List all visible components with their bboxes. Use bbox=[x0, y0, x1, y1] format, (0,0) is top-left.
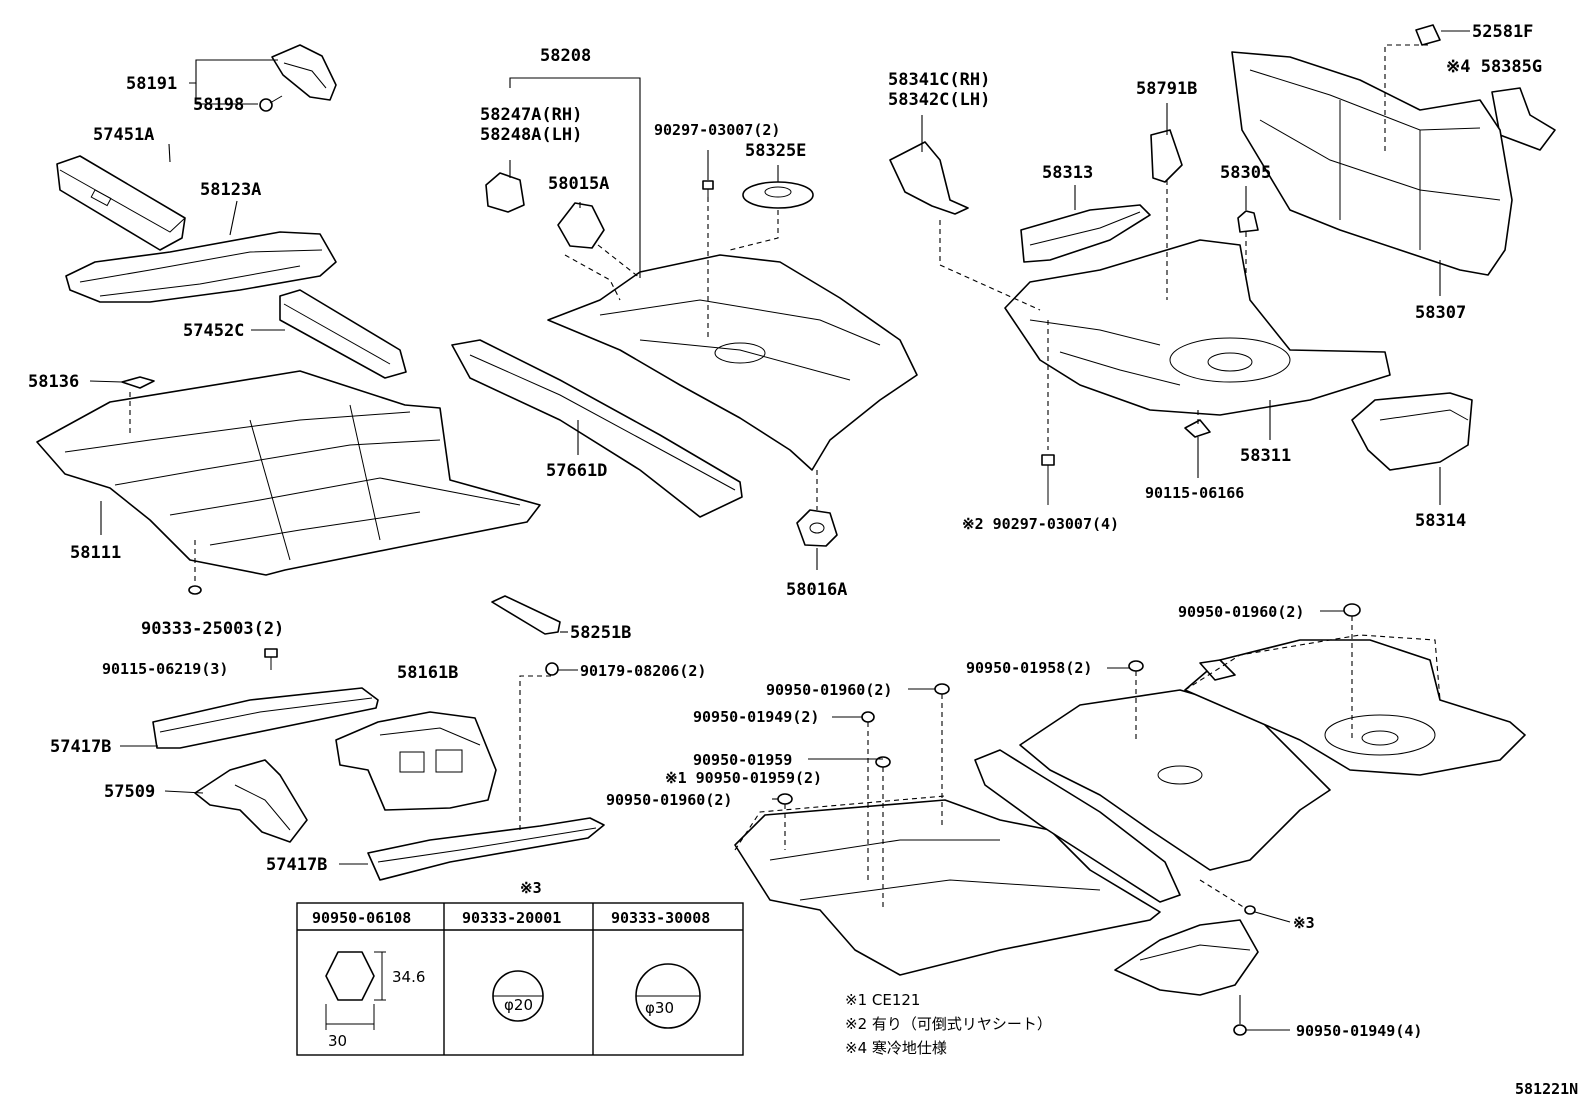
label-ref-3[interactable]: ※3 bbox=[1293, 914, 1315, 932]
label-90115-06166[interactable]: 90115-06166 bbox=[1145, 484, 1244, 502]
label-58161B[interactable]: 58161B bbox=[397, 663, 458, 683]
hex-nut-icon bbox=[325, 951, 375, 1001]
note-3: ※4 寒冷地仕様 bbox=[845, 1039, 947, 1057]
label-90950-01949-a[interactable]: 90950-01949(2) bbox=[693, 708, 819, 726]
label-90115-06219[interactable]: 90115-06219(3) bbox=[102, 660, 228, 678]
label-90950-01959-2[interactable]: ※1 90950-01959(2) bbox=[665, 769, 822, 787]
dia-small: φ20 bbox=[504, 996, 533, 1014]
label-58325E[interactable]: 58325E bbox=[745, 141, 806, 161]
label-58136[interactable]: 58136 bbox=[28, 372, 79, 392]
table-ref: ※3 bbox=[520, 879, 542, 897]
note-1: ※1 CE121 bbox=[845, 991, 920, 1009]
label-90179-08206[interactable]: 90179-08206(2) bbox=[580, 662, 706, 680]
label-90950-01959[interactable]: 90950-01959 bbox=[693, 751, 792, 769]
label-58248A[interactable]: 58248A(LH) bbox=[480, 125, 582, 145]
label-57509[interactable]: 57509 bbox=[104, 782, 155, 802]
label-90297-03007[interactable]: 90297-03007(2) bbox=[654, 121, 780, 139]
label-90950-01960-a[interactable]: 90950-01960(2) bbox=[1178, 603, 1304, 621]
fastener-table: ※3 90950-06108 90333-20001 90333-30008 3… bbox=[296, 879, 744, 1056]
part-drawings bbox=[36, 24, 1556, 1036]
note-2: ※2 有り（可倒式リヤシート） bbox=[845, 1015, 1052, 1033]
label-58111[interactable]: 58111 bbox=[70, 543, 121, 563]
label-90333-25003[interactable]: 90333-25003(2) bbox=[141, 619, 284, 639]
table-header-1: 90950-06108 bbox=[312, 909, 411, 927]
label-58314[interactable]: 58314 bbox=[1415, 511, 1466, 531]
notes: ※1 CE121 ※2 有り（可倒式リヤシート） ※4 寒冷地仕様 bbox=[845, 991, 1052, 1057]
label-57661D[interactable]: 57661D bbox=[546, 461, 607, 481]
label-58307[interactable]: 58307 bbox=[1415, 303, 1466, 323]
label-58191[interactable]: 58191 bbox=[126, 74, 177, 94]
label-90950-01949-4[interactable]: 90950-01949(4) bbox=[1296, 1022, 1422, 1040]
label-58311[interactable]: 58311 bbox=[1240, 446, 1291, 466]
label-58208[interactable]: 58208 bbox=[540, 46, 591, 66]
dim-width: 30 bbox=[328, 1032, 347, 1050]
part-labels: 58191 58198 57451A 58123A 57452C 58136 5… bbox=[28, 22, 1578, 1098]
leader-lines bbox=[89, 30, 1470, 1031]
label-52581F[interactable]: 52581F bbox=[1472, 22, 1533, 42]
label-58247A[interactable]: 58247A(RH) bbox=[480, 105, 582, 125]
label-58015A[interactable]: 58015A bbox=[548, 174, 609, 194]
label-58198[interactable]: 58198 bbox=[193, 95, 244, 115]
label-58251B[interactable]: 58251B bbox=[570, 623, 631, 643]
label-57417B-upper[interactable]: 57417B bbox=[50, 737, 111, 757]
table-header-2: 90333-20001 bbox=[462, 909, 561, 927]
table-header-3: 90333-30008 bbox=[611, 909, 710, 927]
dia-large: φ30 bbox=[645, 999, 674, 1017]
label-58305[interactable]: 58305 bbox=[1220, 163, 1271, 183]
label-90950-01960-b[interactable]: 90950-01960(2) bbox=[766, 681, 892, 699]
figure-code: 581221N bbox=[1515, 1080, 1578, 1098]
dim-height: 34.6 bbox=[392, 968, 425, 986]
label-58016A[interactable]: 58016A bbox=[786, 580, 847, 600]
label-90297-03007-4[interactable]: ※2 90297-03007(4) bbox=[962, 515, 1119, 533]
label-58123A[interactable]: 58123A bbox=[200, 180, 261, 200]
label-57452C[interactable]: 57452C bbox=[183, 321, 244, 341]
label-90950-01960-c[interactable]: 90950-01960(2) bbox=[606, 791, 732, 809]
label-90950-01958[interactable]: 90950-01958(2) bbox=[966, 659, 1092, 677]
label-57451A[interactable]: 57451A bbox=[93, 125, 154, 145]
label-57417B-lower[interactable]: 57417B bbox=[266, 855, 327, 875]
label-58342C[interactable]: 58342C(LH) bbox=[888, 90, 990, 110]
label-58313[interactable]: 58313 bbox=[1042, 163, 1093, 183]
label-58791B[interactable]: 58791B bbox=[1136, 79, 1197, 99]
label-58341C[interactable]: 58341C(RH) bbox=[888, 70, 990, 90]
label-58385G[interactable]: ※4 58385G bbox=[1446, 57, 1542, 77]
